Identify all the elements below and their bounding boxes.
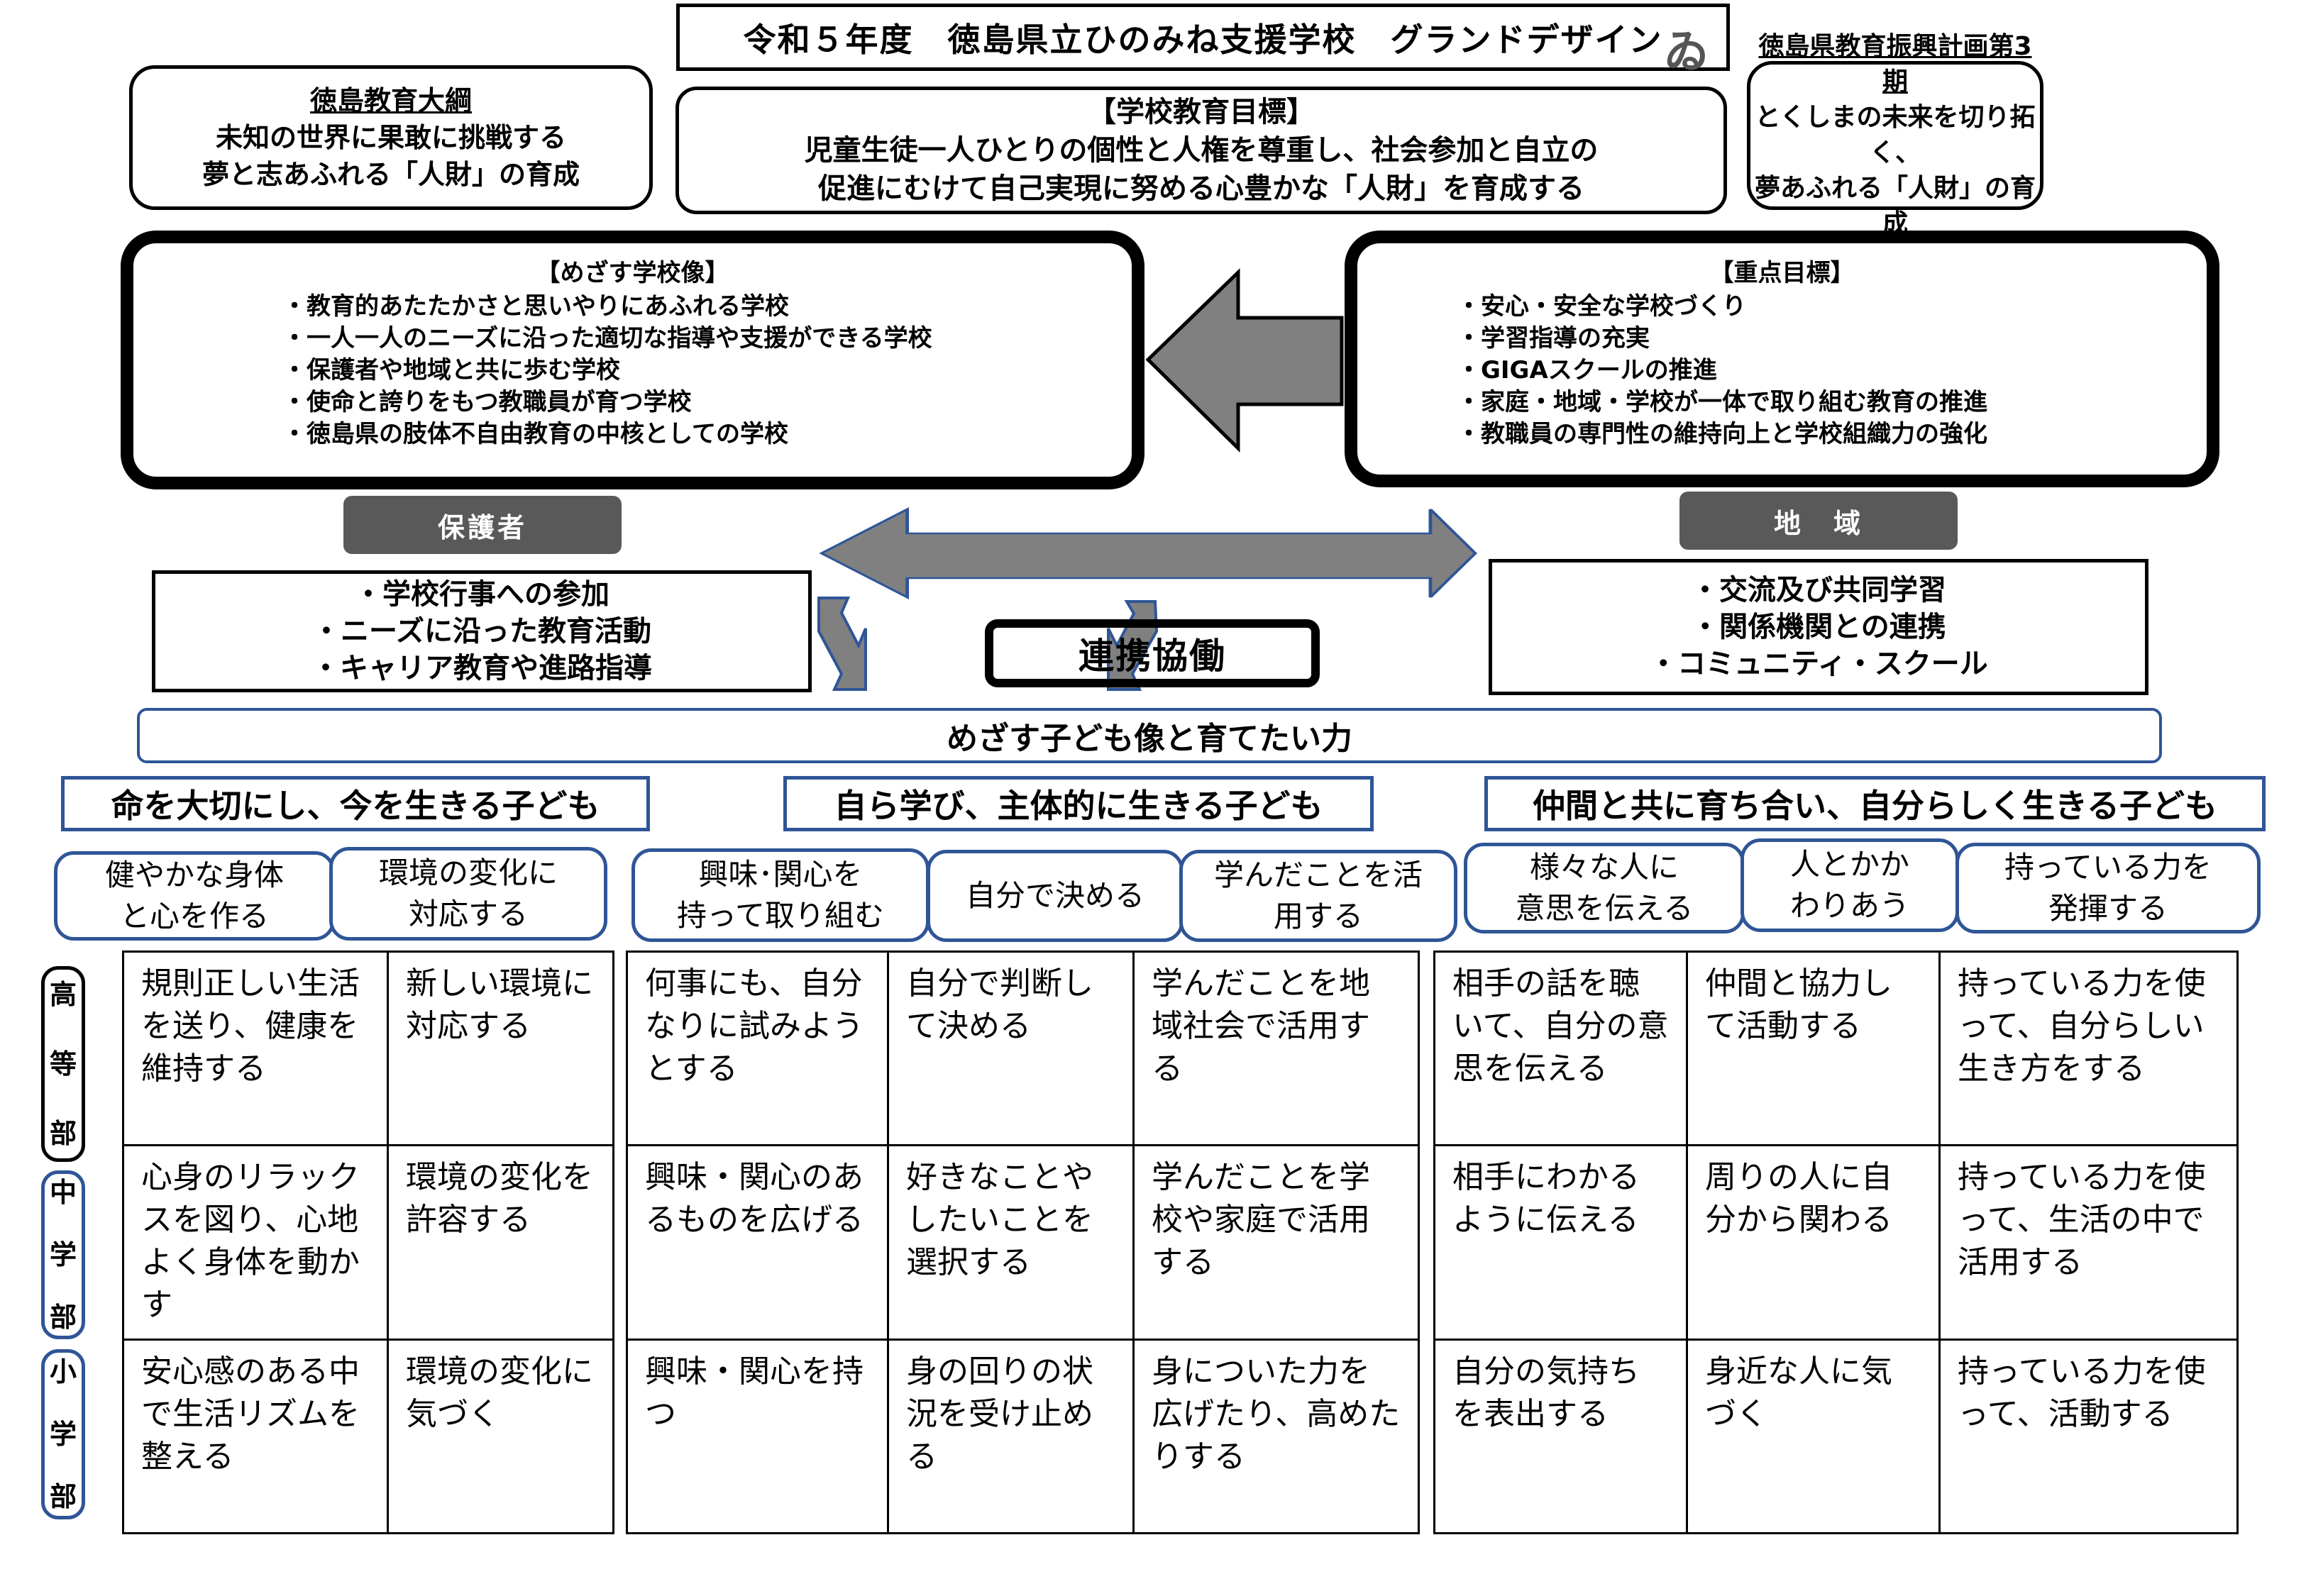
ability-box: 持っている力を 発揮する (1955, 843, 2261, 933)
community-item: ・交流及び共同学習 (1691, 574, 1946, 606)
goal-heading: 【学校教育目標】 (1088, 96, 1315, 128)
ability-box: 様々な人に 意思を伝える (1464, 843, 1745, 933)
dept-high-school: 高 等 部 (41, 966, 85, 1162)
grid-cell: 持っている力を使って、活動する (1938, 1339, 2239, 1534)
grid-cell: 相手の話を聴いて、自分の意思を伝える (1433, 951, 1688, 1146)
grid-cell: 学んだことを学校や家庭で活用する (1132, 1144, 1420, 1341)
grid-cell: 環境の変化に気づく (387, 1339, 614, 1534)
community-box: ・交流及び共同学習 ・関係機関との連携 ・コミュニティ・スクール (1489, 559, 2148, 695)
focus-item: ・安心・安全な学校づくり (1457, 292, 1746, 321)
target-school-image: 【めざす学校像】 ・教育的あたたかさと思いやりにあふれる学校 ・一人一人のニーズ… (121, 231, 1144, 489)
priority-goals: 【重点目標】 ・安心・安全な学校づくり ・学習指導の充実 ・GIGAスクールの推… (1345, 231, 2219, 487)
grid-cell: 規則正しい生活を送り、健康を維持する (122, 951, 392, 1146)
vision-item: ・保護者や地域と共に歩む学校 (282, 356, 620, 384)
vision-heading: 【めざす学校像】 (536, 259, 729, 287)
community-item: ・関係機関との連携 (1691, 611, 1946, 643)
grid-cell: 興味・関心を持つ (626, 1339, 889, 1534)
grid-cell: 新しい環境に対応する (387, 951, 614, 1146)
vision-item: ・徳島県の肢体不自由教育の中核としての学校 (282, 420, 788, 448)
outline-line: 夢と志あふれる「人財」の育成 (202, 159, 580, 190)
ability-box: 人とかか わりあう (1740, 838, 1959, 932)
grid-cell: 興味・関心のあるものを広げる (626, 1144, 889, 1341)
grid-cell: 安心感のある中で生活リズムを整える (122, 1339, 392, 1534)
vision-item: ・教育的あたたかさと思いやりにあふれる学校 (282, 292, 789, 321)
grid-cell: 相手にわかるように伝える (1433, 1144, 1688, 1341)
focus-item: ・学習指導の充実 (1457, 324, 1650, 353)
parents-item: ・学校行事への参加 (354, 578, 609, 611)
plan-line: 夢あふれる「人財」の育成 (1754, 174, 2036, 238)
parents-box: ・学校行事への参加 ・ニーズに沿った教育活動 ・キャリア教育や進路指導 (152, 570, 812, 692)
diagonal-arrow-left-icon (817, 597, 867, 691)
ability-box: 学んだことを活 用する (1179, 850, 1457, 942)
ability-box: 自分で決める (927, 850, 1184, 942)
grid-cell: 心身のリラックスを図り、心地よく身体を動かす (122, 1144, 392, 1341)
child-image-title: 命を大切にし、今を生きる子ども (61, 776, 650, 831)
plan-heading: 徳島県教育振興計画第3期 (1758, 32, 2032, 96)
grid-cell: 身についた力を広げたり、高めたりする (1132, 1339, 1420, 1534)
vision-item: ・一人一人のニーズに沿った適切な指導や支援ができる学校 (282, 324, 932, 353)
outline-heading: 徳島教育大綱 (309, 85, 472, 116)
parents-label: 保護者 (343, 496, 622, 554)
ability-box: 環境の変化に 対応する (329, 847, 607, 941)
grid-cell: 周りの人に自分から関わる (1686, 1144, 1941, 1341)
focus-item: ・GIGAスクールの推進 (1457, 356, 1717, 384)
left-arrow-icon (1146, 268, 1344, 453)
plan-line: とくしまの未来を切り拓く、 (1755, 103, 2036, 167)
goal-line: 児童生徒一人ひとりの個性と人権を尊重し、社会参加と自立の (804, 134, 1599, 167)
school-education-goal: 【学校教育目標】 児童生徒一人ひとりの個性と人権を尊重し、社会参加と自立の 促進… (675, 87, 1727, 214)
vision-item: ・使命と誇りをもつ教職員が育つ学校 (282, 388, 692, 416)
dept-elementary: 小 学 部 (41, 1349, 85, 1519)
collaboration-label: 連携協働 (985, 619, 1320, 687)
kids-header: めざす子ども像と育てたい力 (137, 708, 2162, 763)
grid-cell: 身近な人に気づく (1686, 1339, 1941, 1534)
focus-item: ・教職員の専門性の維持向上と学校組織力の強化 (1457, 420, 1987, 448)
grid-cell: 自分で判断して決める (887, 951, 1135, 1146)
page-title-box: 令和５年度 徳島県立ひのみね支援学校 グランドデザイン ゐ (676, 4, 1730, 79)
grid-cell: 持っている力を使って、自分らしい生き方をする (1938, 951, 2239, 1146)
grid-cell: 何事にも、自分なりに試みようとする (626, 951, 889, 1146)
focus-item: ・家庭・地域・学校が一体で取り組む教育の推進 (1457, 388, 1987, 416)
grid-cell: 身の回りの状況を受け止める (887, 1339, 1135, 1534)
child-image-title: 仲間と共に育ち合い、自分らしく生きる子ども (1484, 776, 2266, 831)
grid-cell: 持っている力を使って、生活の中で活用する (1938, 1144, 2239, 1341)
education-promotion-plan: 徳島県教育振興計画第3期 とくしまの未来を切り拓く、 夢あふれる「人財」の育成 (1747, 32, 2043, 238)
focus-heading: 【重点目標】 (1709, 259, 1855, 287)
tokushima-education-outline: 徳島教育大綱 未知の世界に果敢に挑戦する 夢と志あふれる「人財」の育成 (129, 65, 653, 210)
goal-line: 促進にむけて自己実現に努める心豊かな「人財」を育成する (818, 172, 1584, 205)
grid-cell: 環境の変化を許容する (387, 1144, 614, 1341)
community-label: 地 域 (1679, 492, 1958, 550)
school-logo-icon: ゐ (1664, 26, 1711, 79)
collaboration-arrows (817, 507, 1477, 691)
grid-cell: 自分の気持ちを表出する (1433, 1339, 1688, 1534)
grid-cell: 学んだことを地域社会で活用する (1132, 951, 1420, 1146)
child-image-title: 自ら学び、主体的に生きる子ども (783, 776, 1374, 831)
double-arrow-icon (819, 507, 1477, 599)
community-item: ・コミュニティ・スクール (1649, 648, 1988, 680)
grid-cell: 仲間と協力して活動する (1686, 951, 1941, 1146)
grid-cell: 好きなことやしたいことを選択する (887, 1144, 1135, 1341)
parents-item: ・ニーズに沿った教育活動 (312, 615, 651, 648)
ability-box: 健やかな身体 と心を作る (54, 851, 335, 941)
ability-box: 興味･関心を 持って取り組む (631, 848, 929, 942)
outline-line: 未知の世界に果敢に挑戦する (215, 122, 566, 153)
parents-item: ・キャリア教育や進路指導 (311, 652, 652, 685)
page-title: 令和５年度 徳島県立ひのみね支援学校 グランドデザイン (743, 20, 1663, 59)
dept-junior-high: 中 学 部 (41, 1170, 85, 1339)
